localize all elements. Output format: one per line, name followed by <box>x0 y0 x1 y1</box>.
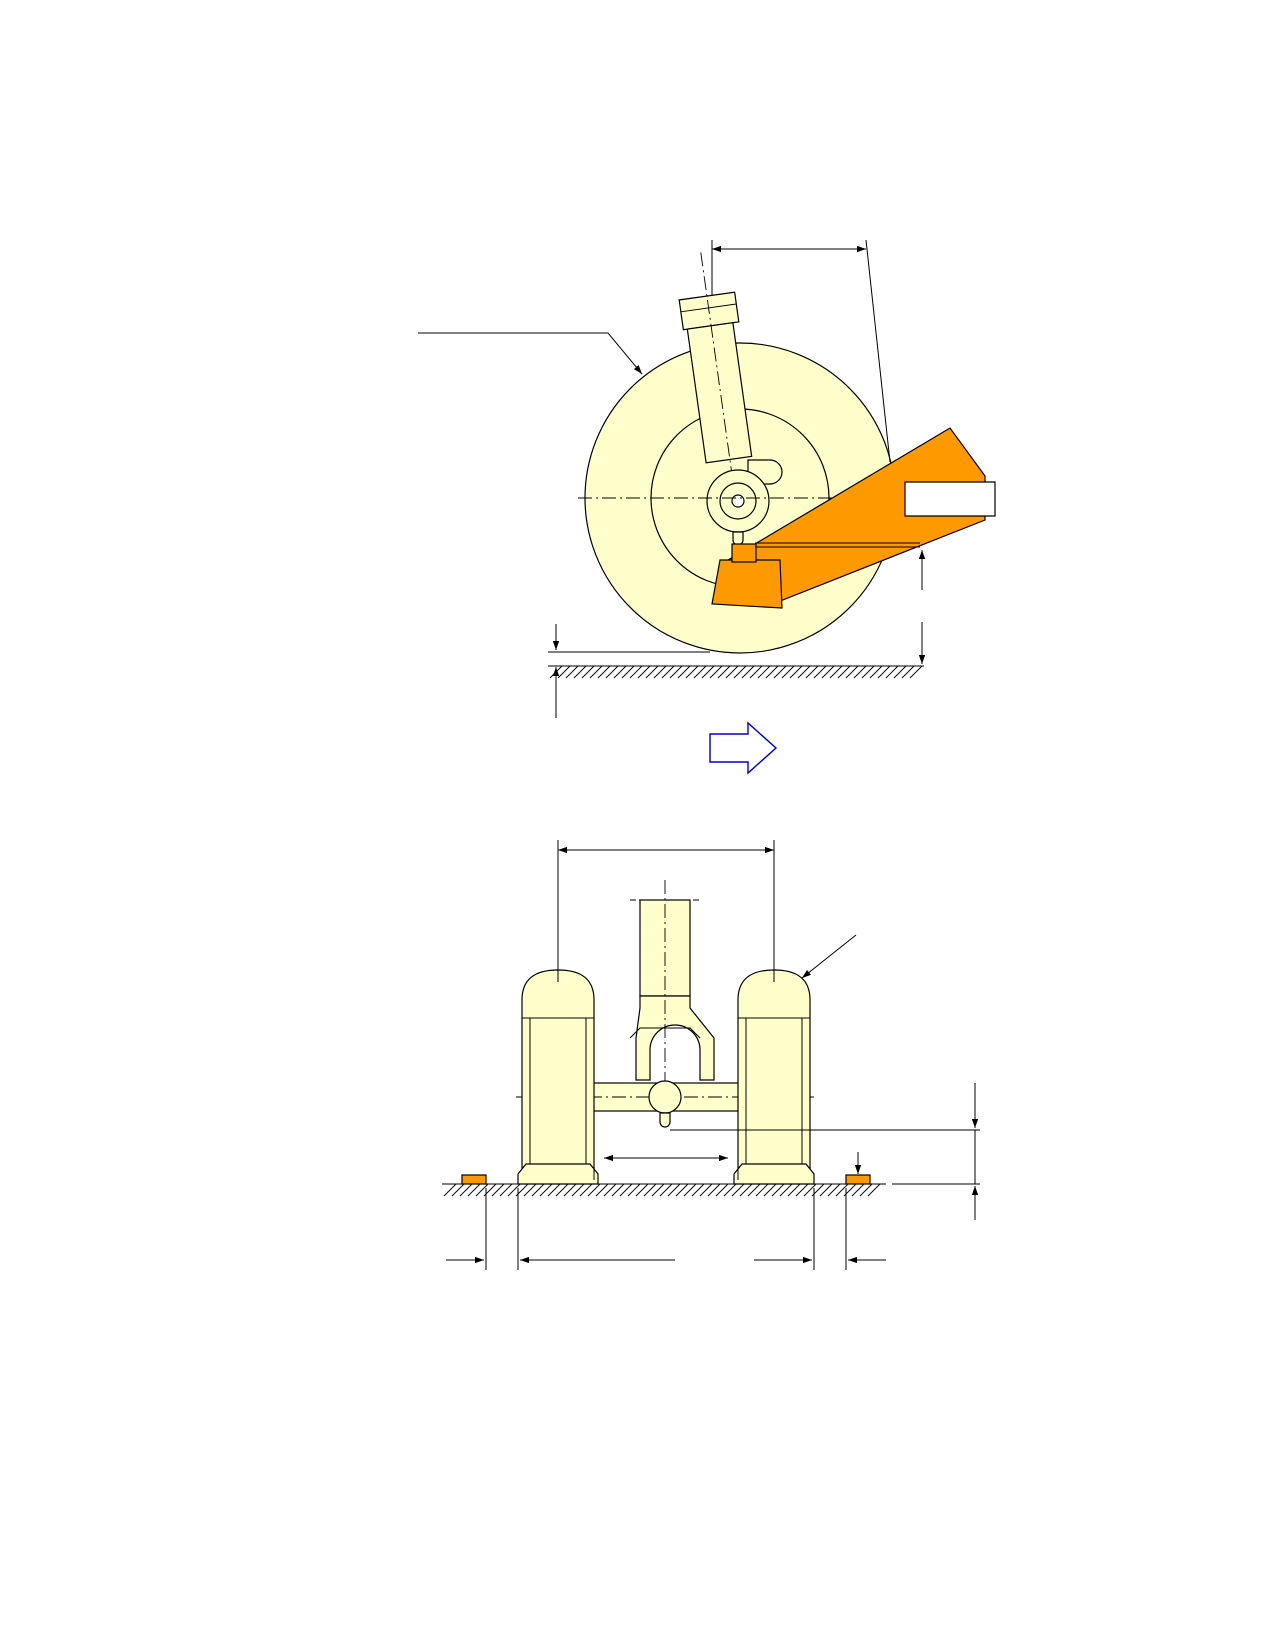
hollow-arrow-right-icon <box>709 721 778 775</box>
ground-front <box>442 1183 886 1197</box>
chock-right <box>845 1174 871 1185</box>
side-view <box>418 239 996 718</box>
dimension-height-front <box>670 1083 980 1220</box>
tire-right-front <box>737 969 811 1181</box>
wheel-right-front <box>733 969 815 1185</box>
ground-hatch-front <box>443 1183 881 1197</box>
leader-tire-side <box>418 332 643 375</box>
ground-hatch-side <box>549 665 923 679</box>
tire-left-front <box>521 969 595 1181</box>
dimension-inner-front <box>593 1148 739 1180</box>
leader-tire-front <box>801 934 857 979</box>
jack-head <box>711 559 783 609</box>
landing-gear-strut <box>678 252 753 471</box>
jack <box>711 427 996 609</box>
ground-side <box>548 665 924 679</box>
wheel-left-front <box>517 969 599 1185</box>
front-view <box>442 840 980 1270</box>
dimension-bottom-front <box>446 1188 886 1270</box>
dimension-clearance-side <box>548 624 710 718</box>
chock-left <box>461 1174 487 1185</box>
dimension-top-front <box>557 840 775 982</box>
jack-pad <box>731 543 757 563</box>
dimension-top-side <box>711 239 891 463</box>
strut-front <box>629 880 715 1100</box>
